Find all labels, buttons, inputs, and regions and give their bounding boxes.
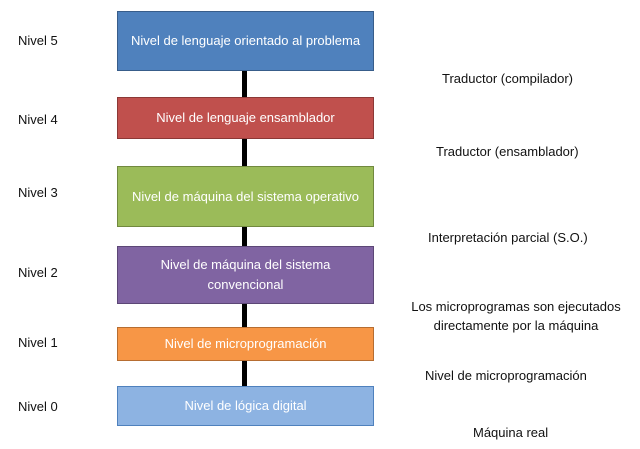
- level-label-0: Nivel 0: [18, 399, 58, 414]
- level-label-4: Nivel 4: [18, 112, 58, 127]
- note-microprograms: Los microprogramas son ejecutados direct…: [411, 299, 621, 333]
- note-partial-interpretation: Interpretación parcial (S.O.): [428, 230, 588, 245]
- level-box-2: Nivel de máquina del sistema convenciona…: [117, 246, 374, 304]
- note-assembler: Traductor (ensamblador): [436, 144, 579, 159]
- level-label-5: Nivel 5: [18, 33, 58, 48]
- connector-2-1: [242, 304, 247, 327]
- level-box-text: Nivel de microprogramación: [164, 336, 327, 351]
- note-compiler: Traductor (compilador): [442, 71, 574, 86]
- level-box-text: Nivel de lenguaje ensamblador: [156, 110, 335, 125]
- level-box-3: Nivel de máquina del sistema operativo: [117, 166, 374, 227]
- level-box-1: Nivel de microprogramación: [117, 327, 374, 361]
- connector-3-2: [242, 227, 247, 246]
- level-box-text: Nivel de lenguaje orientado al problema: [130, 33, 361, 48]
- level-label-2: Nivel 2: [18, 265, 58, 280]
- level-box-0: Nivel de lógica digital: [117, 386, 374, 426]
- level-label-3: Nivel 3: [18, 185, 58, 200]
- level-box-4: Nivel de lenguaje ensamblador: [117, 97, 374, 139]
- note-microprogramming: Nivel de microprogramación: [425, 368, 587, 383]
- connector-5-4: [242, 71, 247, 97]
- note-real-machine: Máquina real: [473, 425, 549, 440]
- level-box-text: Nivel de lógica digital: [184, 398, 307, 413]
- level-box-text: Nivel de máquina del sistema convenciona…: [160, 257, 331, 292]
- level-label-1: Nivel 1: [18, 335, 58, 350]
- level-box-5: Nivel de lenguaje orientado al problema: [117, 11, 374, 71]
- level-box-text: Nivel de máquina del sistema operativo: [132, 188, 359, 204]
- connector-1-0: [242, 361, 247, 386]
- connector-4-3: [242, 139, 247, 166]
